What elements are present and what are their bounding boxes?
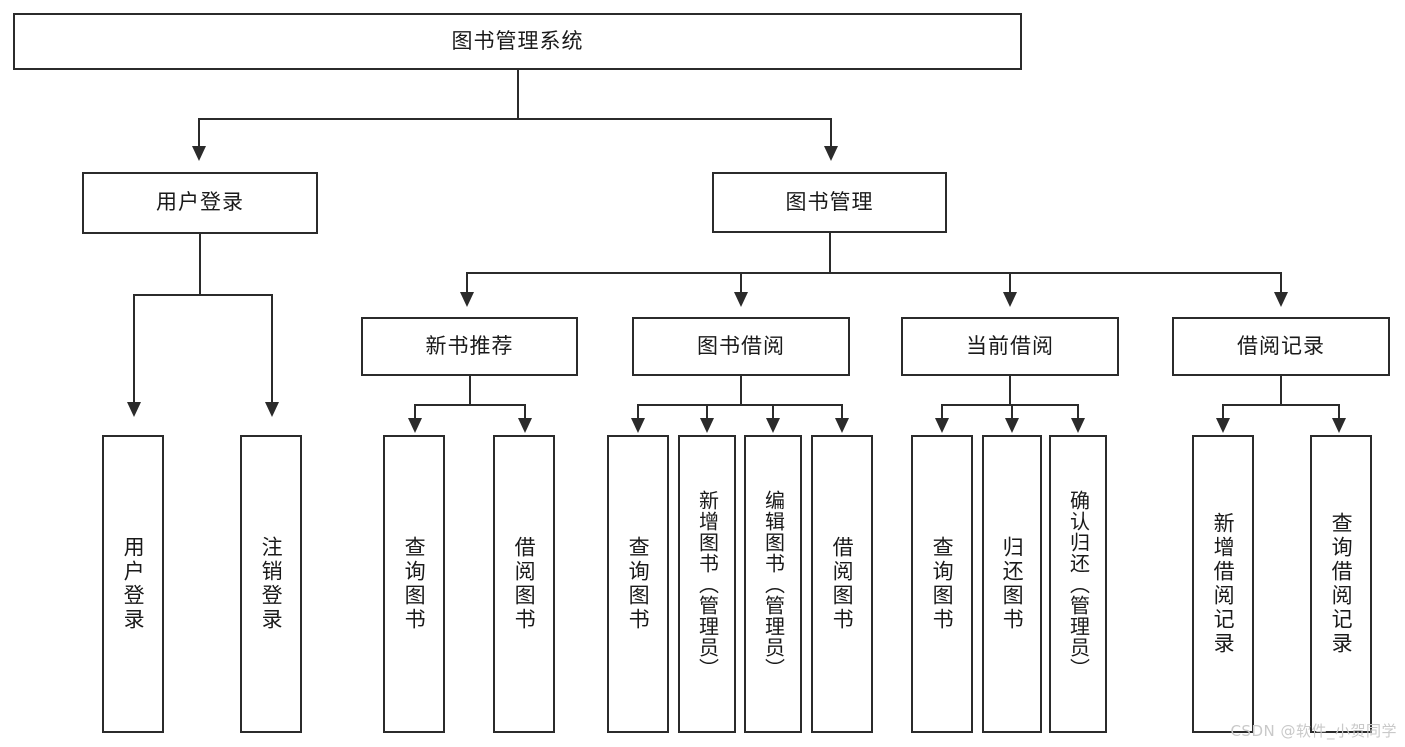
edge-user-login-to-leaf-2 xyxy=(271,294,273,404)
leaf-book-borrow-query-book[interactable]: 查询图书 xyxy=(607,435,669,733)
edge-user-login-to-leaf-1 xyxy=(133,294,135,404)
edge-borrow-record-stem xyxy=(1280,376,1282,404)
arrow-new-book-to-leaf-2 xyxy=(518,418,532,433)
arrow-br-to-leaf-2 xyxy=(1332,418,1346,433)
arrow-bm-to-book-borrow xyxy=(734,292,748,307)
edge-cb-to-leaf-3 xyxy=(1077,404,1079,420)
leaf-new-book-borrow-book[interactable]: 借阅图书 xyxy=(493,435,555,733)
arrow-cb-to-leaf-2 xyxy=(1005,418,1019,433)
arrow-bm-to-borrow-record xyxy=(1274,292,1288,307)
edge-book-borrow-bus xyxy=(637,404,843,406)
edge-root-to-user-login xyxy=(198,118,200,148)
edge-bb-to-leaf-3 xyxy=(772,404,774,420)
edge-new-book-bus xyxy=(414,404,526,406)
leaf-user-login-login[interactable]: 用户登录 xyxy=(102,435,164,733)
edge-br-to-leaf-2 xyxy=(1338,404,1340,420)
leaf-book-borrow-edit-book-admin[interactable]: 编辑图书（管理员） xyxy=(744,435,802,733)
edge-new-book-stem xyxy=(469,376,471,404)
edge-cb-to-leaf-1 xyxy=(941,404,943,420)
arrow-new-book-to-leaf-1 xyxy=(408,418,422,433)
node-user-login[interactable]: 用户登录 xyxy=(82,172,318,234)
edge-root-stem xyxy=(517,70,519,118)
edge-bm-to-book-borrow xyxy=(740,272,742,294)
edge-user-login-bus xyxy=(133,294,272,296)
node-new-book-recommend[interactable]: 新书推荐 xyxy=(361,317,578,376)
edge-bm-to-current-borrow xyxy=(1009,272,1011,294)
node-borrow-record[interactable]: 借阅记录 xyxy=(1172,317,1390,376)
edge-cb-to-leaf-2 xyxy=(1011,404,1013,420)
edge-new-book-to-leaf-2 xyxy=(524,404,526,420)
arrow-cb-to-leaf-3 xyxy=(1071,418,1085,433)
arrow-user-login-to-leaf-1 xyxy=(127,402,141,417)
arrow-bb-to-leaf-2 xyxy=(700,418,714,433)
node-book-borrow[interactable]: 图书借阅 xyxy=(632,317,850,376)
leaf-book-borrow-borrow-book[interactable]: 借阅图书 xyxy=(811,435,873,733)
edge-bm-to-borrow-record xyxy=(1280,272,1282,294)
edge-book-management-bus xyxy=(466,272,1281,274)
edge-br-to-leaf-1 xyxy=(1222,404,1224,420)
leaf-book-borrow-add-book-admin[interactable]: 新增图书（管理员） xyxy=(678,435,736,733)
leaf-current-borrow-return-book[interactable]: 归还图书 xyxy=(982,435,1042,733)
leaf-borrow-record-add-record[interactable]: 新增借阅记录 xyxy=(1192,435,1254,733)
edge-bm-to-new-book xyxy=(466,272,468,294)
edge-root-bus xyxy=(198,118,832,120)
edge-bb-to-leaf-4 xyxy=(841,404,843,420)
leaf-user-login-logout[interactable]: 注销登录 xyxy=(240,435,302,733)
leaf-borrow-record-query-record[interactable]: 查询借阅记录 xyxy=(1310,435,1372,733)
edge-current-borrow-stem xyxy=(1009,376,1011,404)
edge-current-borrow-bus xyxy=(941,404,1079,406)
edge-book-management-stem xyxy=(829,233,831,272)
arrow-bb-to-leaf-3 xyxy=(766,418,780,433)
leaf-current-borrow-query-book[interactable]: 查询图书 xyxy=(911,435,973,733)
arrow-bm-to-current-borrow xyxy=(1003,292,1017,307)
node-book-management[interactable]: 图书管理 xyxy=(712,172,947,233)
edge-user-login-stem xyxy=(199,234,201,294)
arrow-bb-to-leaf-1 xyxy=(631,418,645,433)
edge-bb-to-leaf-1 xyxy=(637,404,639,420)
edge-borrow-record-bus xyxy=(1222,404,1340,406)
edge-book-borrow-stem xyxy=(740,376,742,404)
node-current-borrow[interactable]: 当前借阅 xyxy=(901,317,1119,376)
node-root-book-management-system[interactable]: 图书管理系统 xyxy=(13,13,1022,70)
edge-bb-to-leaf-2 xyxy=(706,404,708,420)
leaf-new-book-query-book[interactable]: 查询图书 xyxy=(383,435,445,733)
arrow-cb-to-leaf-1 xyxy=(935,418,949,433)
arrow-root-to-user-login xyxy=(192,146,206,161)
arrow-root-to-book-management xyxy=(824,146,838,161)
edge-root-to-book-management xyxy=(830,118,832,148)
leaf-current-borrow-confirm-return-admin[interactable]: 确认归还（管理员） xyxy=(1049,435,1107,733)
arrow-br-to-leaf-1 xyxy=(1216,418,1230,433)
arrow-bb-to-leaf-4 xyxy=(835,418,849,433)
arrow-bm-to-new-book xyxy=(460,292,474,307)
arrow-user-login-to-leaf-2 xyxy=(265,402,279,417)
edge-new-book-to-leaf-1 xyxy=(414,404,416,420)
